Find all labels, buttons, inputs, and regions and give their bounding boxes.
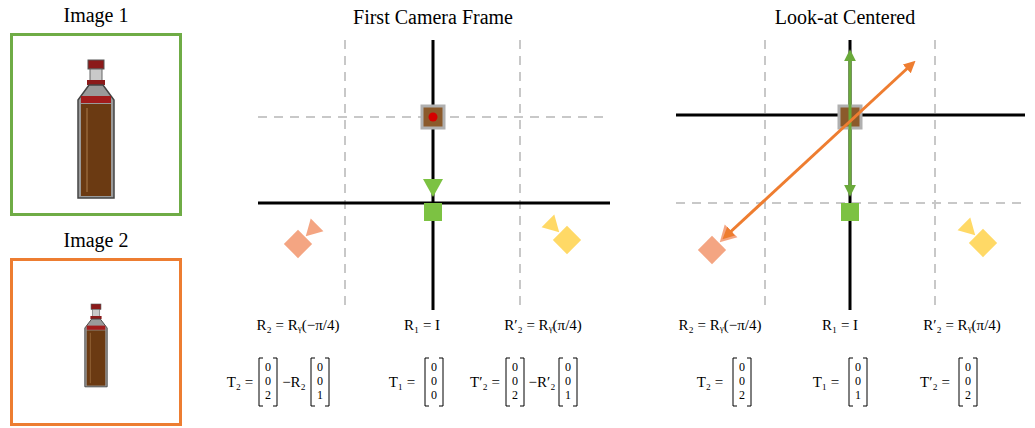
matrix-entry: 1 <box>565 389 571 402</box>
image-heading: Image 1 <box>10 4 182 27</box>
equation-term: R₂ = Rᵧ(−π/4) <box>257 317 340 334</box>
equation-term: T′₂ = <box>920 374 950 391</box>
image-frame: Image 2 <box>10 229 182 426</box>
object-marker <box>422 106 444 128</box>
matrix-bracket <box>259 358 263 406</box>
equation-term: R′₂ = Rᵧ(π/4) <box>504 317 582 334</box>
matrix-entry: 0 <box>431 361 437 374</box>
matrix-bracket <box>863 358 867 406</box>
bottle-image <box>85 304 107 387</box>
matrix-entry: 2 <box>265 389 271 402</box>
matrix-bracket <box>506 358 510 406</box>
matrix-bracket <box>559 358 563 406</box>
matrix-entry: 0 <box>565 375 571 388</box>
matrix-bracket <box>520 358 524 406</box>
look-at-panel <box>676 40 1025 310</box>
camera-frustum <box>423 179 443 197</box>
equation-term: R′₂ = Rᵧ(π/4) <box>923 317 1001 334</box>
matrix-bracket <box>311 358 315 406</box>
panel-title: Look-at Centered <box>775 6 916 28</box>
equation-term: R₁ = I <box>404 317 440 334</box>
matrix-entry: 0 <box>855 361 861 374</box>
matrix-entry: 0 <box>431 389 437 402</box>
matrix-entry: 0 <box>317 361 323 374</box>
first-frame-panel <box>258 40 610 310</box>
matrix-bracket <box>849 358 853 406</box>
matrix-entry: 0 <box>512 375 518 388</box>
matrix-entry: 0 <box>855 375 861 388</box>
image-heading: Image 2 <box>10 229 182 252</box>
image-border <box>10 258 182 426</box>
matrix-entry: 2 <box>512 389 518 402</box>
matrix-entry: 0 <box>265 375 271 388</box>
equation-term: T₁ = <box>813 374 840 391</box>
look-at-vector <box>726 64 912 236</box>
matrix-entry: 0 <box>965 375 971 388</box>
equation-term: −R′₂ <box>529 374 556 391</box>
matrix-entry: 0 <box>965 361 971 374</box>
matrix-entry: 0 <box>565 361 571 374</box>
matrix-bracket <box>425 358 429 406</box>
matrix-bracket <box>325 358 329 406</box>
equation-term: T₂ = <box>697 374 724 391</box>
matrix-bracket <box>573 358 577 406</box>
matrix-bracket <box>439 358 443 406</box>
matrix-bracket <box>273 358 277 406</box>
camera-1 <box>424 203 442 221</box>
matrix-entry: 1 <box>855 389 861 402</box>
camera-2-prime <box>541 214 581 254</box>
equation-term: T₁ = <box>389 374 416 391</box>
equation-term: R₁ = I <box>822 317 858 334</box>
camera-2-prime <box>957 217 997 257</box>
image-frame: Image 1 <box>10 4 182 216</box>
matrix-entry: 0 <box>512 361 518 374</box>
matrix-bracket <box>733 358 737 406</box>
equation-term: R₂ = Rᵧ(−π/4) <box>679 317 762 334</box>
matrix-entry: 0 <box>265 361 271 374</box>
camera-2 <box>284 218 324 258</box>
matrix-entry: 1 <box>317 389 323 402</box>
equation-term: T₂ = <box>227 374 254 391</box>
equation-term: −R₂ <box>282 374 306 391</box>
equation-term: T′₂ = <box>470 374 500 391</box>
matrix-entry: 2 <box>965 389 971 402</box>
bottle-image <box>78 60 114 198</box>
matrix-bracket <box>959 358 963 406</box>
matrix-bracket <box>973 358 977 406</box>
panel-title: First Camera Frame <box>353 6 513 28</box>
matrix-bracket <box>747 358 751 406</box>
image-border <box>10 33 182 216</box>
camera-1 <box>841 203 859 221</box>
matrix-entry: 2 <box>739 389 745 402</box>
matrix-entry: 0 <box>739 375 745 388</box>
matrix-entry: 0 <box>317 375 323 388</box>
matrix-entry: 0 <box>739 361 745 374</box>
matrix-entry: 0 <box>431 375 437 388</box>
